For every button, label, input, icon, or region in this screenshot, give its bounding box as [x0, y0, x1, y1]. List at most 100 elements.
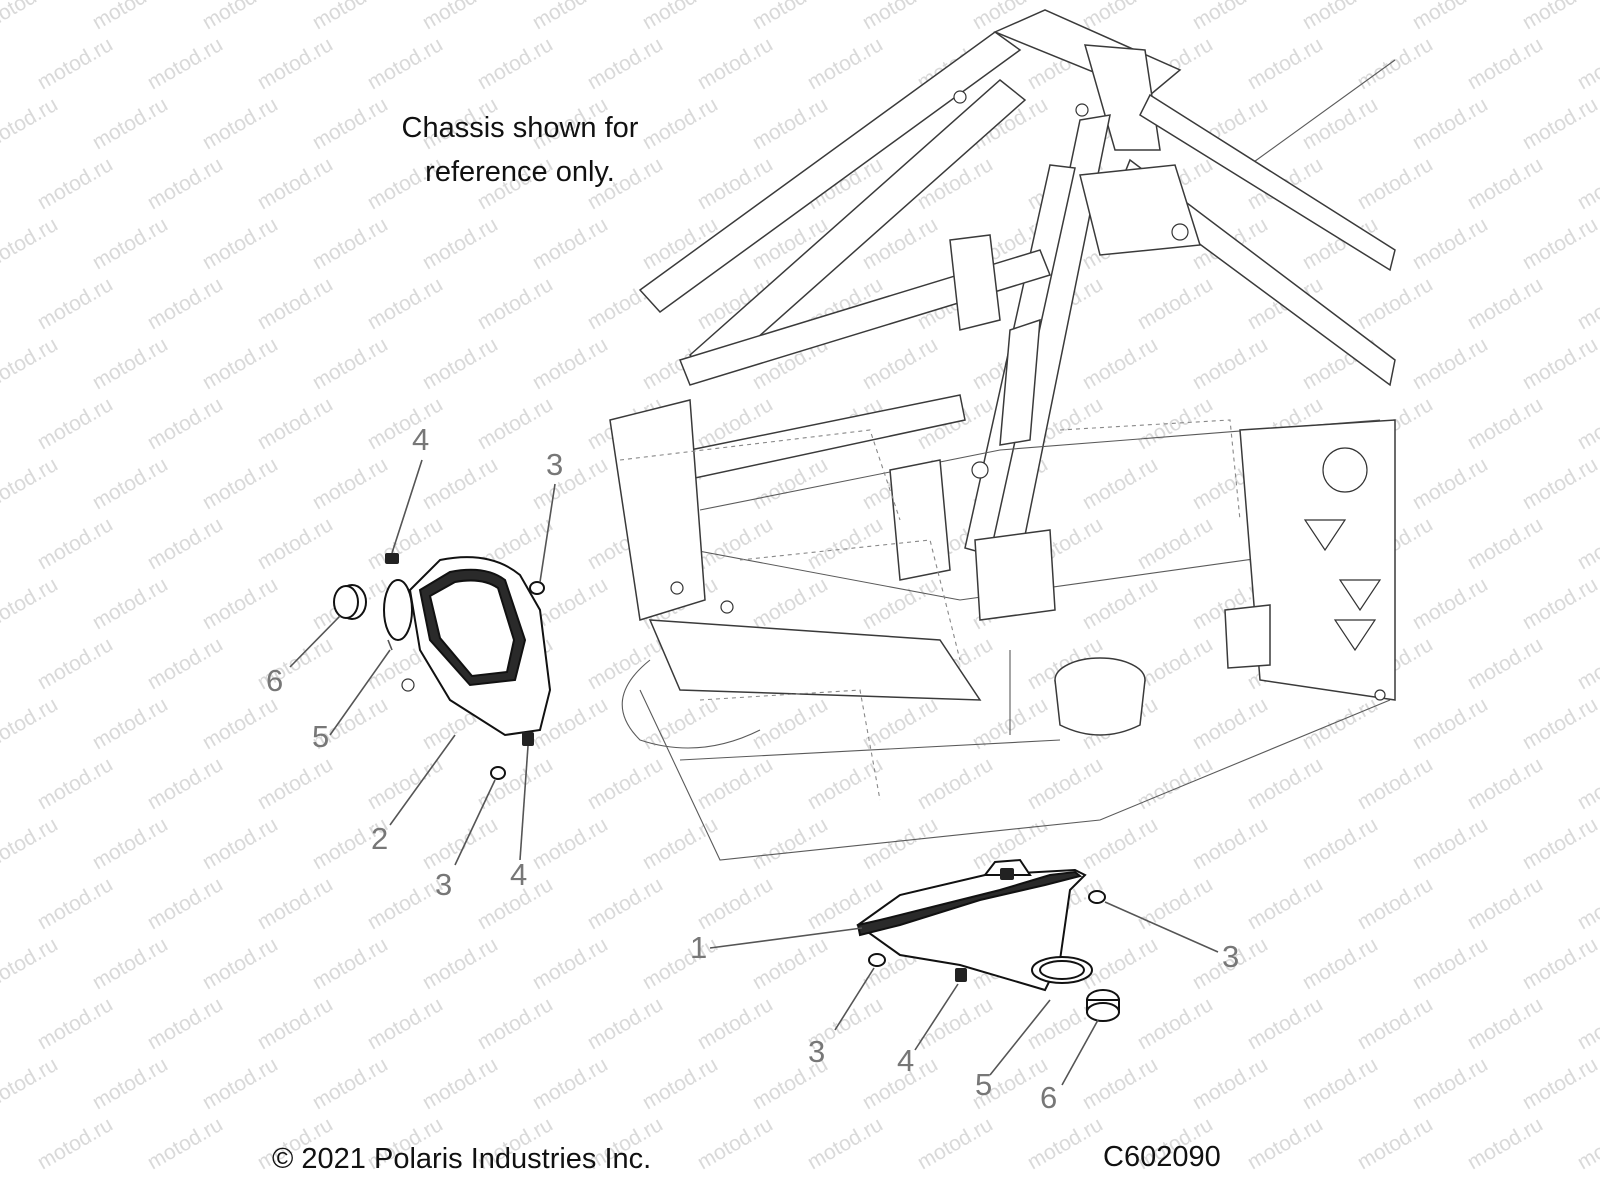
watermark-text: motod.ru: [419, 933, 502, 994]
watermark-text: motod.ru: [144, 1113, 227, 1174]
watermark-text: motod.ru: [584, 633, 667, 694]
watermark-text: motod.ru: [1519, 453, 1600, 514]
watermark-text: motod.ru: [639, 933, 722, 994]
watermark-text: motod.ru: [1354, 33, 1437, 94]
reference-note-line-1: Chassis shown for: [401, 112, 639, 144]
right-callouts: 1 3 3 4 5 6: [690, 930, 1239, 1115]
watermark-text: motod.ru: [199, 813, 282, 874]
watermark-text: motod.ru: [89, 813, 172, 874]
watermark-text: motod.ru: [89, 1053, 172, 1114]
watermark-text: motod.ru: [1134, 873, 1217, 934]
watermark-text: motod.ru: [1464, 273, 1547, 334]
watermark-text: motod.ru: [144, 153, 227, 214]
watermark-text: motod.ru: [1079, 933, 1162, 994]
watermark-text: motod.ru: [1464, 33, 1547, 94]
watermark-text: motod.ru: [1409, 0, 1492, 34]
watermark-text: motod.ru: [1574, 633, 1600, 694]
watermark-text: motod.ru: [1574, 513, 1600, 574]
watermark-text: motod.ru: [1574, 993, 1600, 1054]
watermark-text: motod.ru: [309, 333, 392, 394]
watermark-text: motod.ru: [749, 93, 832, 154]
watermark-text: motod.ru: [89, 213, 172, 274]
callout-6-right: 6: [1040, 1080, 1057, 1115]
watermark-text: motod.ru: [1519, 693, 1600, 754]
watermark-text: motod.ru: [1574, 1113, 1600, 1174]
watermark-text: motod.ru: [89, 333, 172, 394]
watermark-text: motod.ru: [254, 273, 337, 334]
watermark-text: motod.ru: [1354, 273, 1437, 334]
watermark-text: motod.ru: [254, 153, 337, 214]
left-leader-lines: [289, 459, 556, 866]
watermark-text: motod.ru: [529, 0, 612, 34]
watermark-text: motod.ru: [364, 273, 447, 334]
watermark-text: motod.ru: [1464, 753, 1547, 814]
callout-3-top: 3: [546, 447, 563, 482]
watermark-text: motod.ru: [1134, 633, 1217, 694]
watermark-text: motod.ru: [1409, 333, 1492, 394]
left-callouts: 4 3 6 5 2 3 4: [266, 422, 563, 902]
watermark-text: motod.ru: [1189, 813, 1272, 874]
watermark-text: motod.ru: [1409, 1053, 1492, 1114]
grommet-right-part: [1086, 989, 1120, 1022]
watermark-text: motod.ru: [1189, 0, 1272, 34]
watermark-text: motod.ru: [254, 993, 337, 1054]
watermark-text: motod.ru: [0, 213, 62, 274]
drawing-code: C602090: [1103, 1141, 1221, 1173]
watermark-text: motod.ru: [199, 0, 282, 34]
watermark-text: motod.ru: [0, 93, 62, 154]
watermark-text: motod.ru: [529, 933, 612, 994]
watermark-text: motod.ru: [144, 513, 227, 574]
right-leader-lines: [709, 901, 1219, 1086]
callout-5-right: 5: [975, 1067, 992, 1102]
watermark-text: motod.ru: [0, 1053, 62, 1114]
watermark-text: motod.ru: [1354, 1113, 1437, 1174]
watermark-text: motod.ru: [144, 633, 227, 694]
watermark-text: motod.ru: [89, 93, 172, 154]
watermark-text: motod.ru: [1299, 693, 1382, 754]
screw-right-4: [955, 968, 967, 982]
watermark-text: motod.ru: [1299, 933, 1382, 994]
watermark-text: motod.ru: [1464, 633, 1547, 694]
watermark-text: motod.ru: [1519, 813, 1600, 874]
watermark-text: motod.ru: [199, 453, 282, 514]
watermark-text: motod.ru: [1409, 453, 1492, 514]
callout-4: 4: [897, 1043, 914, 1078]
watermark-text: motod.ru: [1354, 753, 1437, 814]
screw-left-top-4: [385, 553, 399, 564]
watermark-text: motod.ru: [1299, 813, 1382, 874]
watermark-text: motod.ru: [199, 333, 282, 394]
watermark-text: motod.ru: [584, 993, 667, 1054]
watermark-text: motod.ru: [1024, 753, 1107, 814]
watermark-text: motod.ru: [1079, 333, 1162, 394]
watermark-text: motod.ru: [364, 993, 447, 1054]
watermark-text: motod.ru: [1409, 933, 1492, 994]
watermark-text: motod.ru: [199, 213, 282, 274]
watermark-text: motod.ru: [584, 873, 667, 934]
watermark-text: motod.ru: [1354, 873, 1437, 934]
watermark-text: motod.ru: [199, 933, 282, 994]
watermark-text: motod.ru: [529, 813, 612, 874]
watermark-text: motod.ru: [144, 33, 227, 94]
watermark-text: motod.ru: [694, 33, 777, 94]
watermark-text: motod.ru: [1464, 513, 1547, 574]
watermark-text: motod.ru: [474, 993, 557, 1054]
watermark-text: motod.ru: [89, 453, 172, 514]
watermark-text: motod.ru: [309, 933, 392, 994]
callout-3-bottom: 3: [435, 867, 452, 902]
watermark-text: motod.ru: [1299, 0, 1382, 34]
watermark-text: motod.ru: [694, 513, 777, 574]
watermark-text: motod.ru: [34, 1113, 117, 1174]
watermark-text: motod.ru: [859, 693, 942, 754]
watermark-text: motod.ru: [1519, 933, 1600, 994]
watermark-text: motod.ru: [474, 33, 557, 94]
watermark-text: motod.ru: [1519, 1053, 1600, 1114]
watermark-text: motod.ru: [254, 753, 337, 814]
watermark-text: motod.ru: [89, 573, 172, 634]
watermark-text: motod.ru: [144, 273, 227, 334]
watermark-text: motod.ru: [1464, 873, 1547, 934]
watermark-text: motod.ru: [1134, 753, 1217, 814]
watermark-text: motod.ru: [34, 873, 117, 934]
watermark-text: motod.ru: [1299, 93, 1382, 154]
watermark-text: motod.ru: [199, 93, 282, 154]
